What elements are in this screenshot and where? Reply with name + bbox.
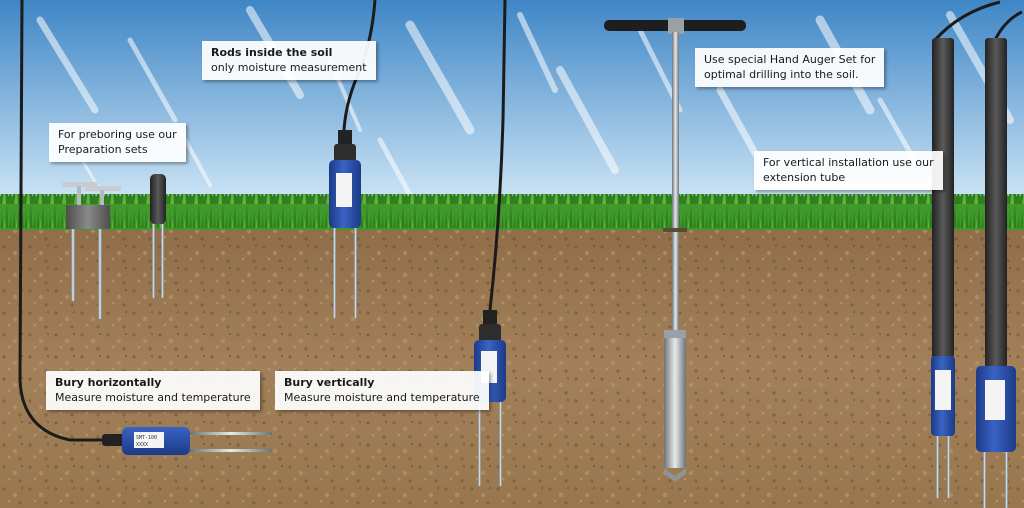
- svg-text:XXXX: XXXX: [136, 442, 148, 448]
- callout-preboring: For preboring use our Preparation sets: [49, 123, 186, 162]
- callout-text: only moisture measurement: [211, 61, 367, 74]
- callout-bury-vertically: Bury vertically Measure moisture and tem…: [275, 371, 489, 410]
- callout-text: optimal drilling into the soil.: [704, 68, 859, 81]
- hand-auger: [604, 18, 746, 482]
- callout-text: For preboring use our: [58, 128, 177, 141]
- callout-text: Measure moisture and temperature: [284, 391, 480, 404]
- callout-rods-inside-soil: Rods inside the soil only moisture measu…: [202, 41, 376, 80]
- callout-text: For vertical installation use our: [763, 156, 934, 169]
- preparation-set: [62, 174, 166, 319]
- callout-text: Preparation sets: [58, 143, 148, 156]
- callout-bury-horizontally: Bury horizontally Measure moisture and t…: [46, 371, 260, 410]
- callout-title: Bury horizontally: [55, 376, 162, 389]
- callout-text: Measure moisture and temperature: [55, 391, 251, 404]
- callout-title: Rods inside the soil: [211, 46, 333, 59]
- callout-vertical-installation: For vertical installation use our extens…: [754, 151, 943, 190]
- soil-texture: [0, 222, 1024, 508]
- grass-blades: [0, 194, 1024, 228]
- callout-text: Use special Hand Auger Set for: [704, 53, 876, 66]
- callout-title: Bury vertically: [284, 376, 375, 389]
- horizontal-sensor: SMT-100 XXXX: [18, 0, 272, 455]
- callout-hand-auger: Use special Hand Auger Set for optimal d…: [695, 48, 885, 87]
- extension-tube-sensors: [931, 0, 1023, 508]
- svg-text:SMT-100: SMT-100: [136, 435, 157, 441]
- callout-text: extension tube: [763, 171, 846, 184]
